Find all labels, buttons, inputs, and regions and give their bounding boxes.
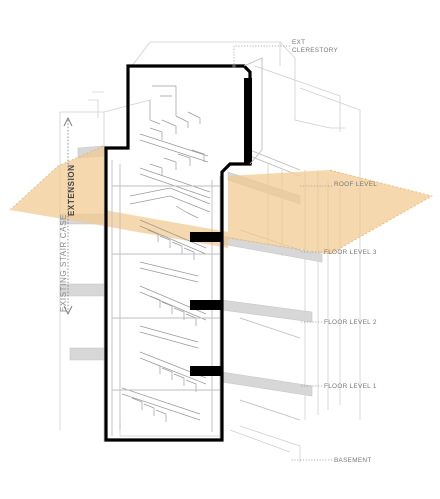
cut-floor-1	[190, 366, 222, 376]
roof-level-label: ROOF LEVEL	[334, 181, 377, 188]
cut-floor-3	[190, 232, 222, 242]
clerestory-label-line-1: EXT	[292, 39, 305, 46]
existing-stair-dimension	[63, 116, 73, 316]
stair-flights	[111, 85, 221, 438]
extension-plane-left	[10, 146, 104, 226]
clerestory-label-line-2: CLERESTORY	[292, 47, 339, 54]
section-cut-slabs	[190, 78, 252, 376]
clerestory-box	[243, 57, 263, 165]
floor-level-2-label: FLOOR LEVEL 2	[324, 319, 377, 326]
existing-staircase-label: EXISTING STAIR CASE	[59, 214, 68, 312]
slab-floor-1-left	[69, 347, 105, 361]
cut-floor-2	[190, 300, 222, 310]
floor-level-3-label: FLOOR LEVEL 3	[324, 249, 377, 256]
extension-plane-center	[104, 210, 228, 248]
slab-floor-1-right	[221, 371, 313, 397]
stair-flight-lower	[121, 351, 207, 422]
floor-level-1-label: FLOOR LEVEL 1	[324, 383, 377, 390]
stair-flight-upper	[129, 187, 211, 283]
extension-label: EXTENSION	[67, 164, 76, 216]
stair-flight-middle	[139, 285, 207, 349]
cut-top-wall	[244, 78, 252, 164]
slab-floor-2-right	[221, 299, 313, 323]
stair-flight-top	[139, 85, 211, 199]
slab-floor-2-left	[59, 283, 105, 297]
landing-lines	[112, 185, 220, 391]
extension-plane-right	[228, 170, 432, 254]
label-leaders	[232, 45, 332, 461]
basement-label: BASEMENT	[334, 457, 372, 464]
stair-tower-section-outline	[104, 64, 252, 442]
